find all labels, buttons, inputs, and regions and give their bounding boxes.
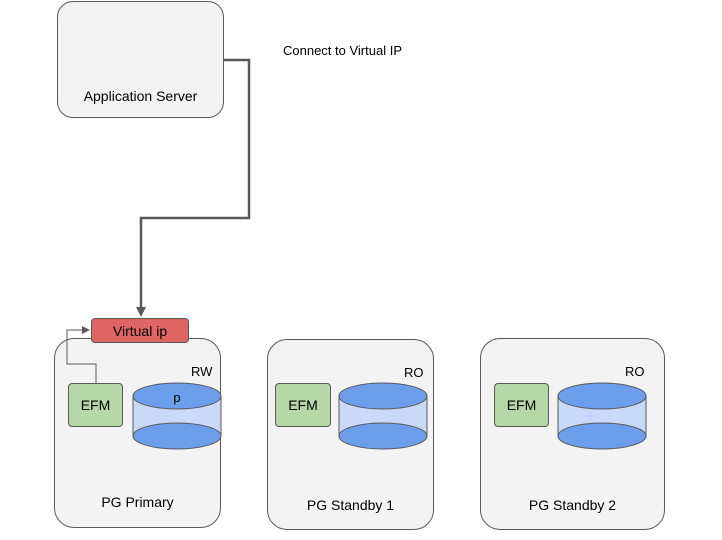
standby2-database-icon [557,382,647,450]
primary-mode-label: RW [191,364,213,379]
primary-title: PG Primary [101,494,174,510]
app-server-node [57,1,224,118]
primary-efm-agent: EFM [68,383,123,427]
standby1-mode-label: RO [404,365,424,380]
standby1-database-icon [338,382,428,450]
connect-edge [136,58,251,317]
standby1-title: PG Standby 1 [306,497,395,513]
standby2-efm-agent: EFM [494,383,549,427]
standby2-mode-label: RO [625,364,645,379]
app-server-label: Application Server [83,88,198,104]
standby2-title: PG Standby 2 [528,497,617,513]
connect-edge-label: Connect to Virtual IP [283,43,402,58]
primary-db-label: p [173,390,180,405]
primary-database-icon [132,382,222,450]
efm-to-vip-edge [66,326,97,383]
standby1-efm-agent: EFM [275,383,331,427]
virtual-ip-node: Virtual ip [91,318,189,343]
